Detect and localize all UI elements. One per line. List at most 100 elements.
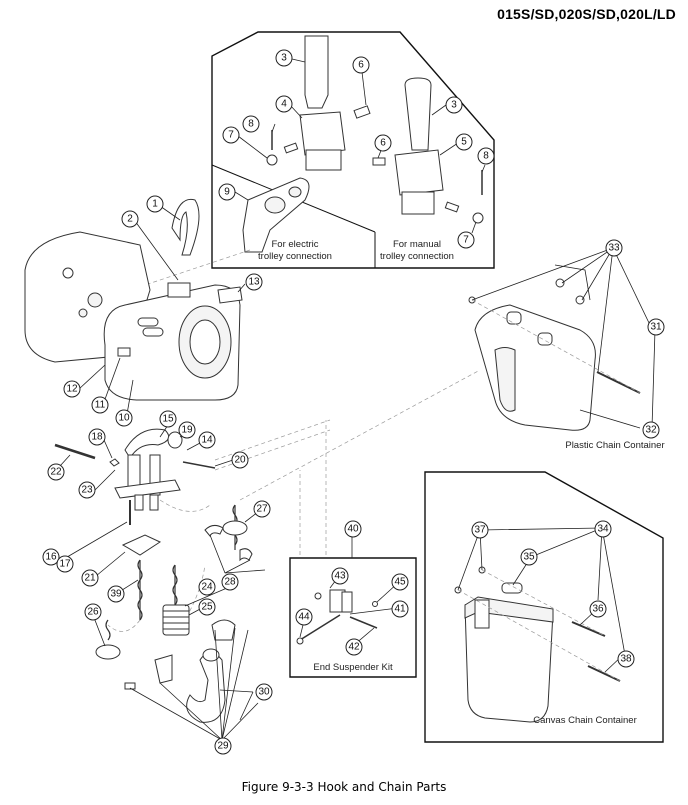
callout-1: 1	[146, 195, 164, 213]
callout-37: 37	[471, 521, 489, 539]
callout-43: 43	[331, 567, 349, 585]
svg-text:26: 26	[87, 607, 99, 618]
svg-text:11: 11	[95, 400, 106, 411]
leader-lines	[59, 205, 656, 741]
svg-text:16: 16	[45, 552, 57, 563]
chain-roller	[167, 431, 183, 449]
callout-3-right: 3	[445, 96, 463, 114]
svg-text:45: 45	[394, 577, 406, 588]
svg-text:23: 23	[81, 485, 93, 496]
callout-16: 16	[42, 548, 60, 566]
svg-text:12: 12	[66, 384, 78, 395]
chain-spring	[162, 604, 190, 636]
trolley-connection-inset: For electric trolley connection For manu…	[129, 31, 495, 291]
callout-29: 29	[214, 737, 232, 755]
svg-text:5: 5	[461, 137, 467, 148]
svg-text:43: 43	[334, 571, 346, 582]
callout-14: 14	[198, 431, 216, 449]
svg-text:21: 21	[84, 573, 96, 584]
top-hook-block	[167, 282, 191, 298]
callout-17: 17	[56, 555, 74, 573]
callout-18: 18	[88, 428, 106, 446]
end-suspender-border	[289, 557, 417, 678]
figure-caption: Figure 9-3-3 Hook and Chain Parts	[241, 780, 447, 794]
chain-stopper	[95, 644, 121, 660]
callout-27: 27	[253, 500, 271, 518]
svg-text:6: 6	[380, 138, 386, 149]
callout-22: 22	[47, 463, 65, 481]
callout-24: 24	[198, 578, 216, 596]
callout-31: 31	[647, 318, 665, 336]
svg-text:32: 32	[645, 425, 657, 436]
callout-15: 15	[159, 410, 177, 428]
svg-text:37: 37	[474, 525, 486, 536]
callout-26: 26	[84, 603, 102, 621]
svg-text:7: 7	[228, 130, 234, 141]
callout-21: 21	[81, 569, 99, 587]
svg-text:41: 41	[394, 604, 406, 615]
callout-10: 10	[115, 409, 133, 427]
callout-25: 25	[198, 598, 216, 616]
plastic-container-label: Plastic Chain Container	[565, 440, 664, 451]
yoke-electric-base	[305, 149, 342, 171]
plastic-chain-container	[239, 264, 641, 501]
svg-text:20: 20	[234, 455, 246, 466]
plastic-container-body	[474, 304, 596, 431]
svg-text:18: 18	[91, 432, 103, 443]
manual-trolley-label-2: trolley connection	[380, 251, 454, 262]
yoke-electric	[299, 111, 346, 156]
callout-7-right: 7	[457, 231, 475, 249]
callout-34: 34	[594, 520, 612, 538]
svg-text:42: 42	[348, 642, 360, 653]
svg-text:19: 19	[181, 425, 193, 436]
callout-36: 36	[589, 600, 607, 618]
svg-text:29: 29	[217, 741, 229, 752]
electric-trolley-label-2: trolley connection	[258, 251, 332, 262]
svg-text:8: 8	[483, 151, 489, 162]
model-title: 015S/SD,020S/SD,020L/LD	[497, 6, 676, 22]
callout-9: 9	[218, 183, 236, 201]
end-suspender-kit: End Suspender Kit	[289, 420, 417, 678]
svg-text:8: 8	[248, 119, 254, 130]
callout-7-left: 7	[222, 126, 240, 144]
canvas-inset-border	[424, 471, 664, 743]
svg-text:9: 9	[224, 187, 230, 198]
canvas-chain-container-inset: Canvas Chain Container	[424, 471, 664, 743]
svg-text:30: 30	[258, 687, 270, 698]
trolley-inset-border	[211, 31, 495, 269]
callout-33: 33	[605, 239, 623, 257]
callout-6-left: 6	[352, 56, 370, 74]
callout-35: 35	[520, 548, 538, 566]
svg-text:44: 44	[298, 612, 310, 623]
svg-text:3: 3	[281, 53, 287, 64]
svg-text:25: 25	[201, 602, 213, 613]
callout-2: 2	[121, 210, 139, 228]
top-hanger-right	[404, 77, 432, 151]
callout-4: 4	[275, 95, 293, 113]
yoke-manual	[394, 149, 444, 196]
callout-44: 44	[295, 608, 313, 626]
top-hook	[171, 198, 200, 256]
svg-text:38: 38	[620, 654, 632, 665]
canvas-container-label: Canvas Chain Container	[533, 715, 637, 726]
callout-8-right: 8	[477, 147, 495, 165]
callout-12: 12	[63, 380, 81, 398]
svg-text:6: 6	[358, 60, 364, 71]
callout-5: 5	[455, 133, 473, 151]
callout-39: 39	[107, 585, 125, 603]
callout-42: 42	[345, 638, 363, 656]
svg-text:31: 31	[650, 322, 662, 333]
callout-6-right: 6	[374, 134, 392, 152]
svg-text:17: 17	[59, 559, 71, 570]
svg-text:4: 4	[281, 99, 287, 110]
svg-text:28: 28	[224, 577, 236, 588]
canvas-container-body	[464, 599, 554, 723]
top-hanger-left	[304, 35, 329, 109]
svg-text:1: 1	[152, 199, 158, 210]
svg-text:39: 39	[110, 589, 122, 600]
svg-text:7: 7	[463, 235, 469, 246]
callout-40: 40	[344, 520, 362, 538]
chain-guide-plate	[114, 479, 181, 499]
svg-text:10: 10	[118, 413, 130, 424]
